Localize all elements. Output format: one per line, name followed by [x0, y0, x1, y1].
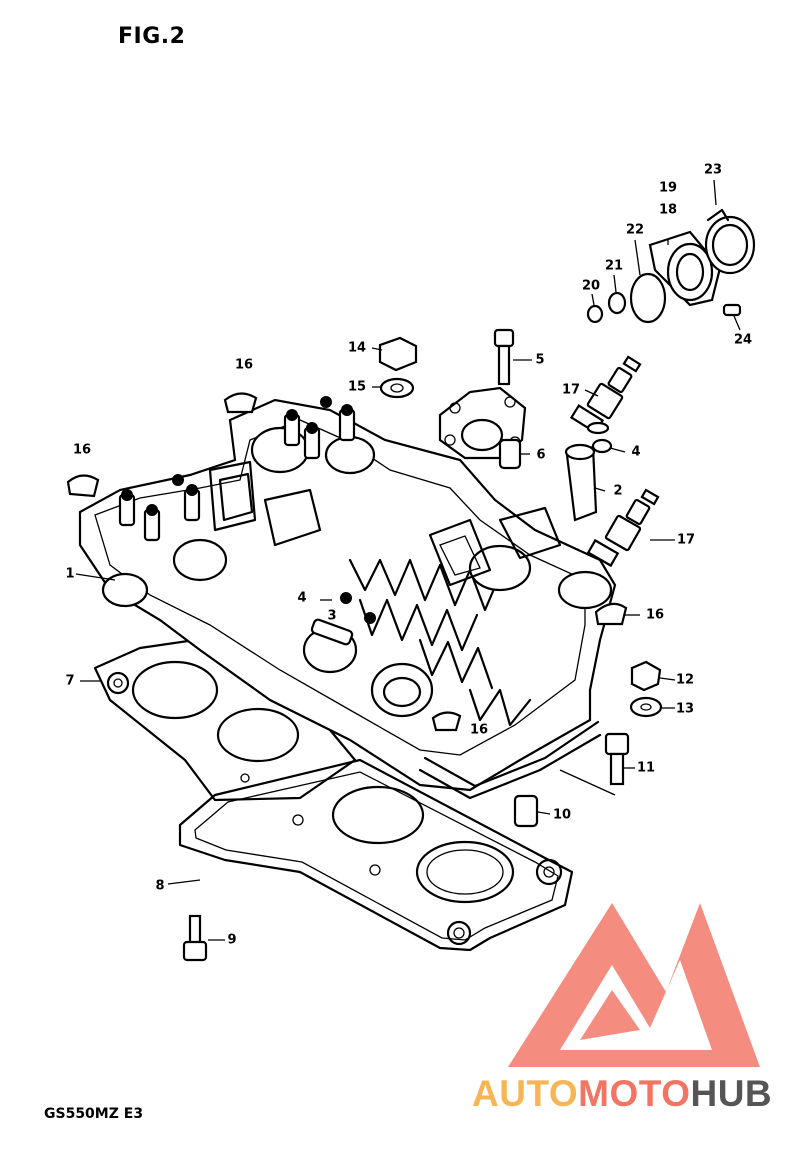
callout-8: 8 [155, 878, 165, 894]
callout-24: 24 [733, 332, 753, 348]
watermark-part-auto: AUTO [472, 1073, 579, 1114]
callout-16: 16 [72, 442, 92, 458]
callout-19: 19 [658, 180, 678, 196]
head-gasket-lower [178, 758, 574, 952]
callout-21: 21 [604, 258, 624, 274]
watermark-logo [508, 903, 760, 1067]
half-moon-plug [223, 392, 258, 414]
callout-13: 13 [675, 701, 695, 717]
dowel-pin [498, 438, 522, 470]
watermark-text: AUTOMOTOHUB [472, 1073, 772, 1115]
callout-7: 7 [65, 673, 75, 689]
o-ring [629, 272, 667, 324]
spark-plug [569, 355, 642, 434]
spark-plug [586, 488, 660, 568]
intake-pipe [648, 208, 756, 317]
callout-6: 6 [536, 447, 546, 463]
cap-nut [378, 336, 418, 399]
half-moon-plug [594, 602, 628, 626]
callout-17: 17 [561, 382, 581, 398]
watermark-part-hub: HUB [690, 1073, 773, 1114]
spark-plug-tube [564, 421, 610, 522]
callout-14: 14 [347, 340, 367, 356]
head-bolt [604, 732, 630, 786]
callout-5: 5 [535, 352, 545, 368]
callout-4: 4 [631, 444, 641, 460]
cylinder-head-body [78, 396, 617, 800]
callout-16: 16 [645, 607, 665, 623]
callout-2: 2 [613, 483, 623, 499]
gasket-bolt [182, 914, 208, 962]
callout-20: 20 [581, 278, 601, 294]
cam-cap-bolt [493, 328, 515, 386]
callout-1: 1 [65, 566, 75, 582]
callout-18: 18 [658, 202, 678, 218]
screw [586, 304, 604, 324]
figure-title: FIG.2 [118, 24, 186, 49]
watermark-part-moto: MOTO [578, 1073, 691, 1114]
callout-16: 16 [234, 357, 254, 373]
washer [607, 291, 627, 315]
callout-9: 9 [227, 932, 237, 948]
callout-23: 23 [703, 162, 723, 178]
half-moon-plug [431, 711, 462, 732]
seal-washer [591, 438, 613, 454]
callout-12: 12 [675, 672, 695, 688]
dowel-pin [513, 794, 539, 828]
callout-11: 11 [636, 760, 656, 776]
callout-15: 15 [347, 379, 367, 395]
leader-lines [75, 179, 741, 941]
callout-4: 4 [297, 590, 307, 606]
half-moon-plug [66, 474, 100, 498]
callout-16: 16 [469, 722, 489, 738]
model-code: GS550MZ E3 [44, 1106, 144, 1122]
flange-nut [629, 660, 663, 718]
callout-10: 10 [552, 807, 572, 823]
callout-17: 17 [676, 532, 696, 548]
callout-3: 3 [327, 608, 337, 624]
callout-22: 22 [625, 222, 645, 238]
